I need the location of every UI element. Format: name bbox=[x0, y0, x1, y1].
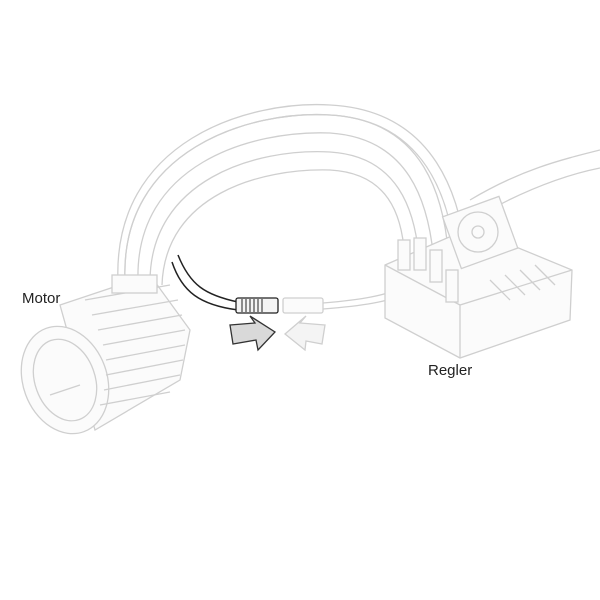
motor-label: Motor bbox=[22, 290, 61, 307]
motor-drawing bbox=[20, 274, 191, 435]
sensor-plug-motor bbox=[235, 297, 279, 314]
arrow-left-icon bbox=[283, 315, 326, 352]
controller-drawing bbox=[384, 195, 573, 359]
sensor-cable-motor bbox=[177, 254, 239, 303]
arrow-right-icon bbox=[229, 315, 277, 352]
power-cables bbox=[117, 103, 600, 296]
controller-label: Regler bbox=[428, 362, 473, 379]
